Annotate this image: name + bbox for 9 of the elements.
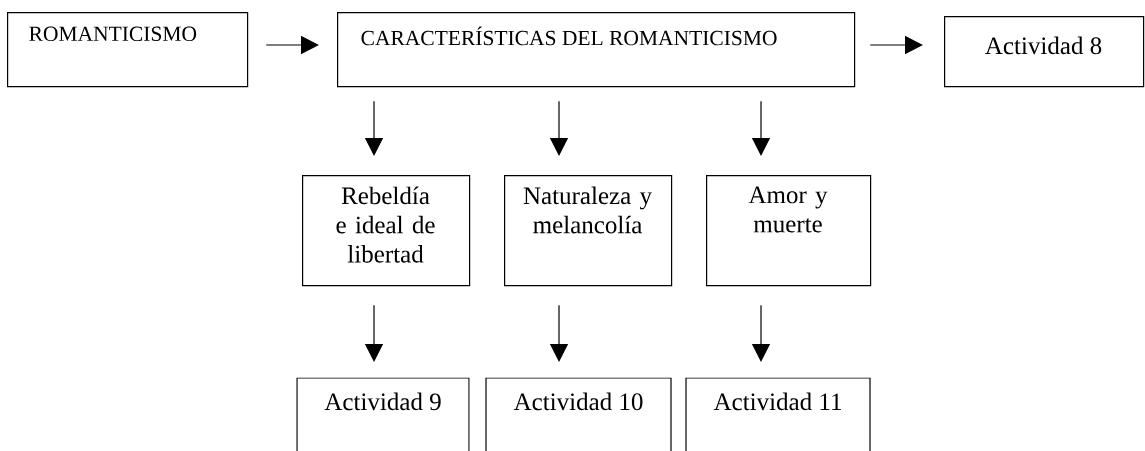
process-box: Actividad 10 [485,377,672,451]
process-box: CARACTERÍSTICAS DEL ROMANTICISMO [337,12,856,88]
process-box: Actividad 9 [296,377,470,451]
process-box: ROMANTICISMO [7,12,249,88]
process-box: Actividad 11 [685,377,871,451]
process-box: Rebeldía e ideal de libertad [302,175,471,287]
process-box: Naturaleza y melancolía [504,175,673,287]
process-box: Amor y muerte [706,175,872,287]
process-box: Actividad 8 [944,16,1145,88]
